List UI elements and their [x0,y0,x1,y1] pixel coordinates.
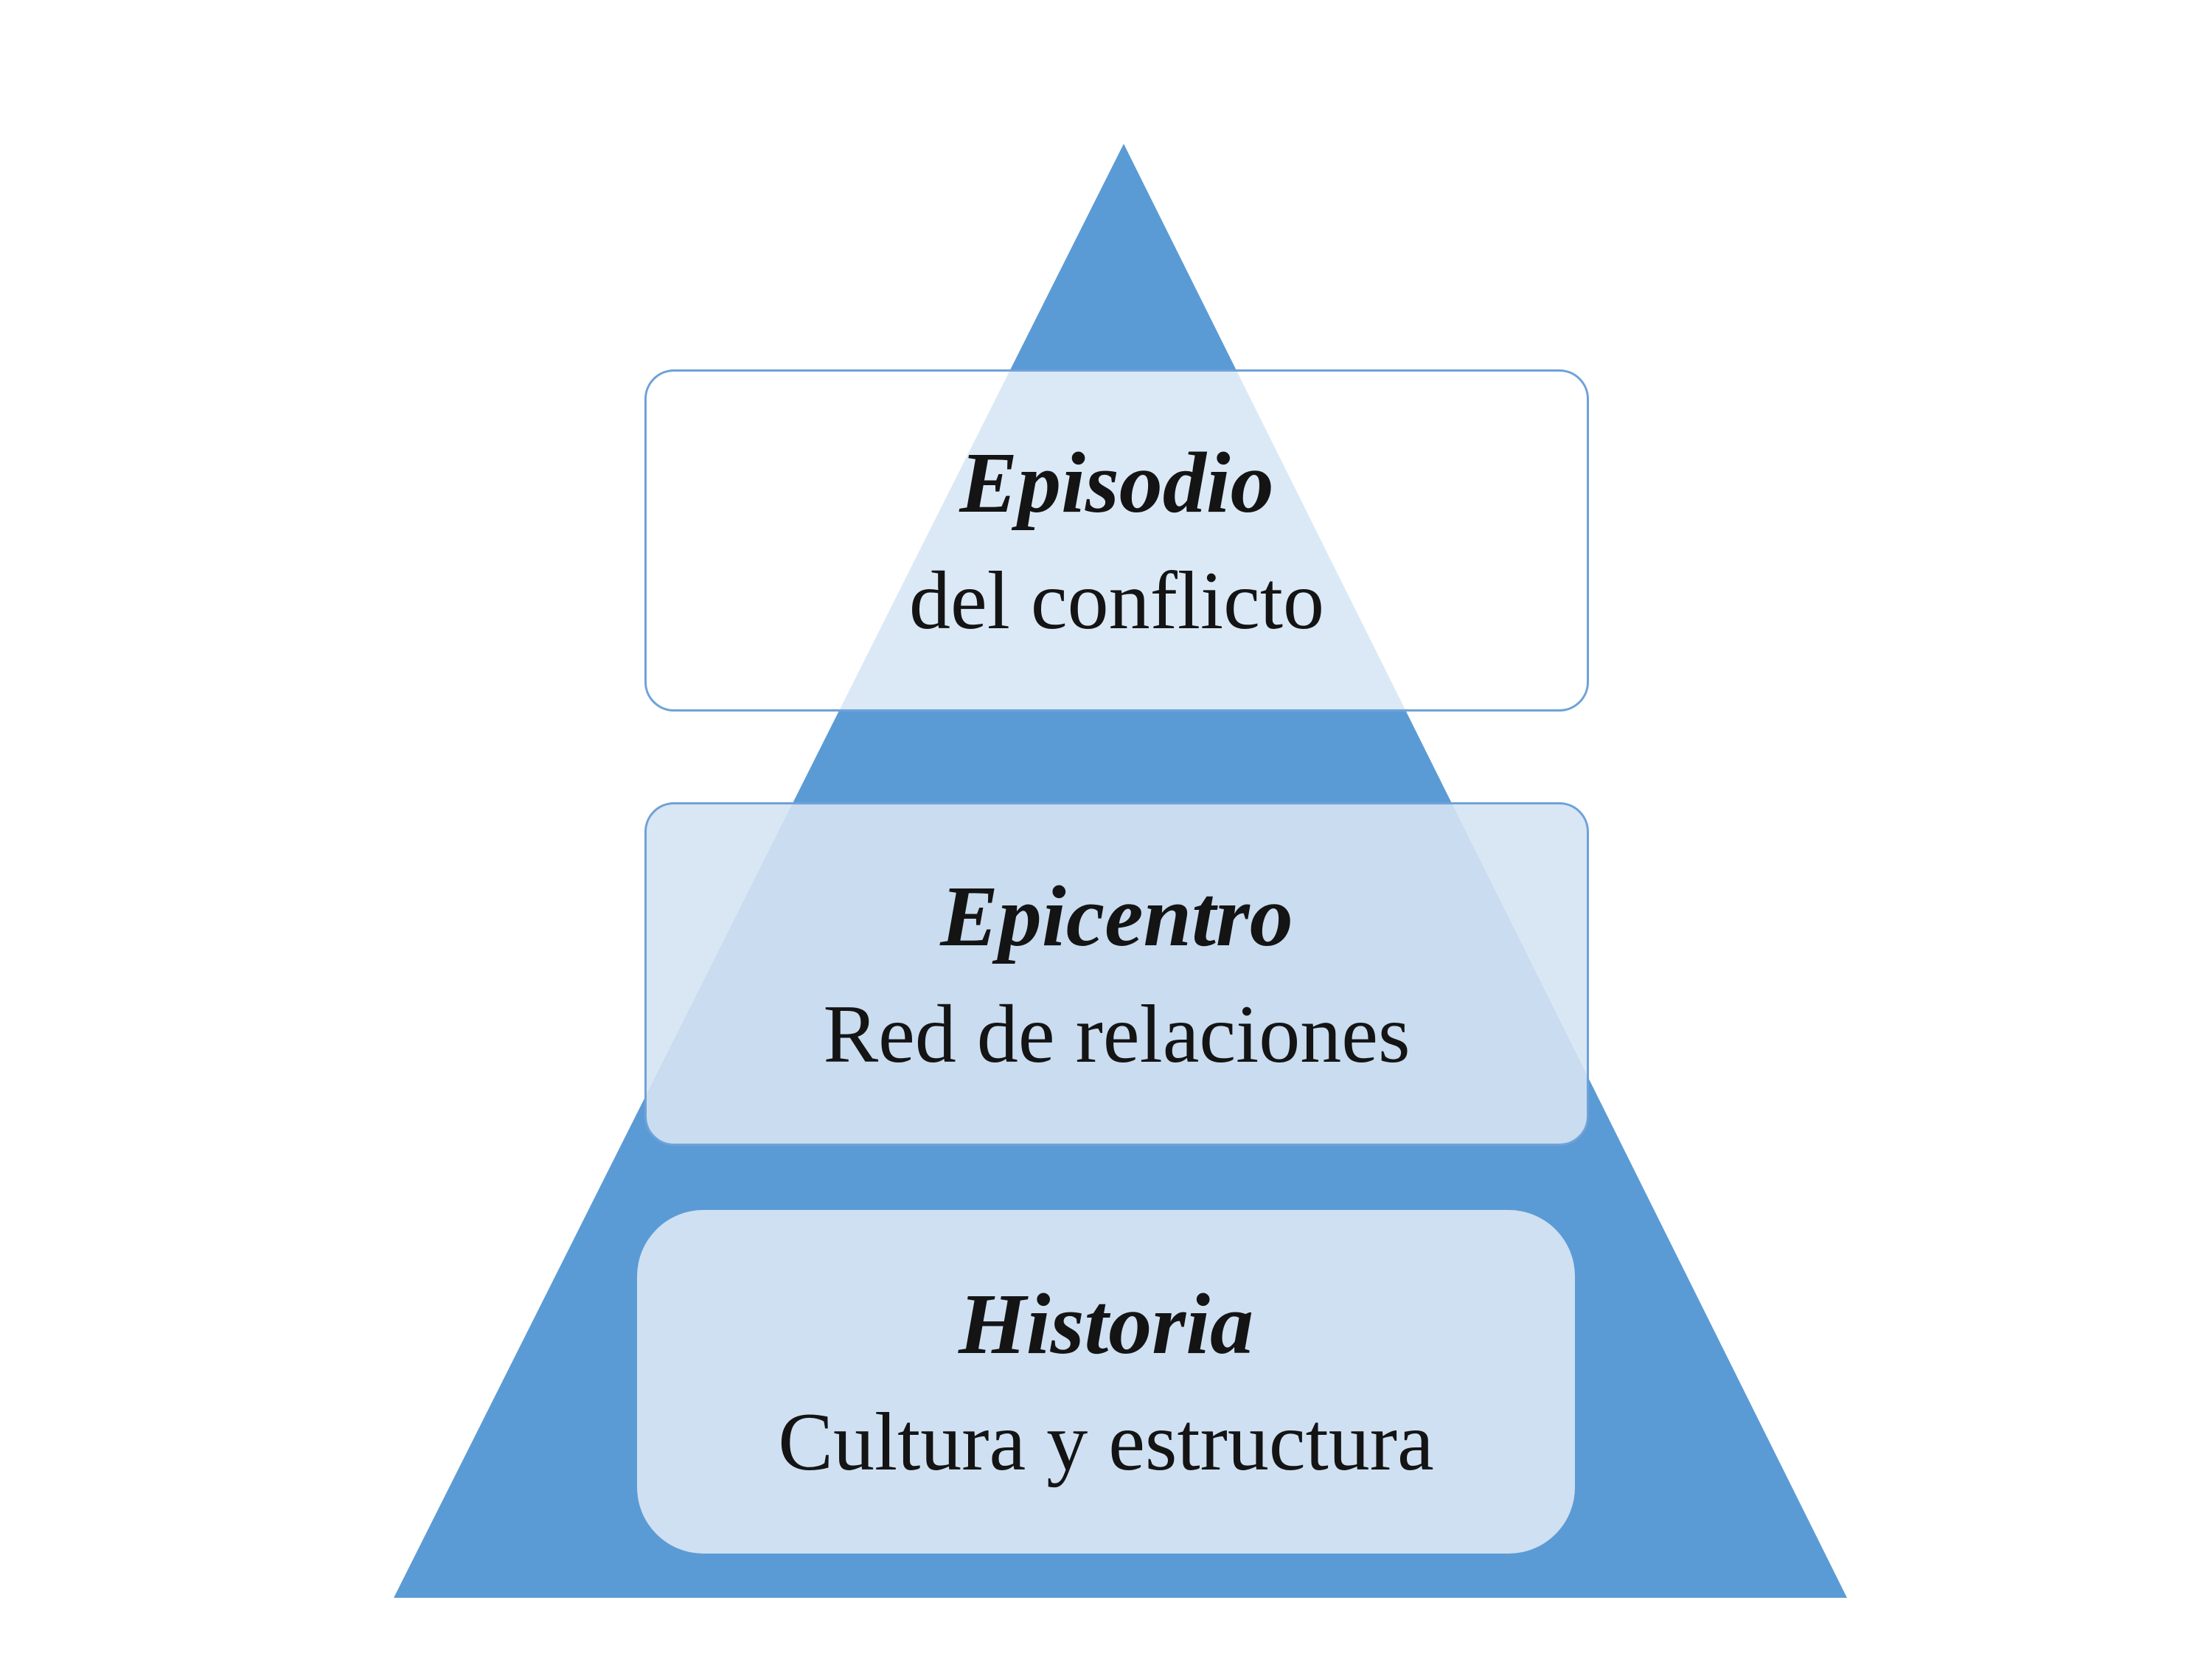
pyramid-level-historia: Historia Cultura y estructura [637,1210,1575,1554]
level-episodio-subtitle: del conflicto [909,555,1324,647]
pyramid-level-episodio: Episodio del conflicto [644,369,1589,712]
level-epicentro-subtitle: Red de relaciones [823,989,1411,1081]
pyramid-level-epicentro: Epicentro Red de relaciones [644,802,1589,1146]
level-epicentro-title: Epicentro [940,868,1293,964]
level-historia-subtitle: Cultura y estructura [778,1397,1434,1489]
level-episodio-title: Episodio [959,434,1274,531]
level-historia-title: Historia [959,1276,1253,1372]
